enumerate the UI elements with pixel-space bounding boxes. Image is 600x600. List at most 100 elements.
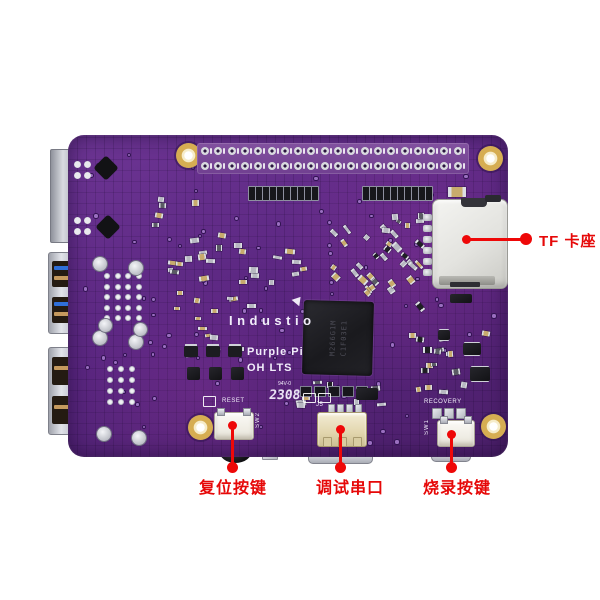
smd-part <box>468 333 471 336</box>
smd-part <box>340 238 349 248</box>
gpio-pad <box>214 146 223 155</box>
smd-part <box>376 402 386 407</box>
smd-pad <box>444 408 454 419</box>
uart-annotation-label: 调试串口 <box>316 480 385 497</box>
reset-annotation-end-dot <box>227 462 238 473</box>
gpio-pad-label <box>422 147 425 154</box>
gpio-pad <box>307 146 316 155</box>
gpio-pad-label <box>210 162 212 169</box>
gpio-pad-label <box>236 162 239 169</box>
smd-part <box>464 174 468 179</box>
smd-part <box>327 243 331 248</box>
smd-part <box>107 377 113 383</box>
smd-part <box>296 390 299 393</box>
gpio-pad-label <box>289 147 292 154</box>
switch-leg <box>217 408 225 416</box>
solder-pad <box>425 186 433 201</box>
gpio-pad-label <box>303 162 306 169</box>
smd-part <box>291 259 302 265</box>
smd-part <box>314 386 326 397</box>
recovery-annotation-end-dot <box>446 462 457 473</box>
smd-part <box>362 233 371 242</box>
model-silkscreen-line1: Purple Pi <box>247 346 304 358</box>
gpio-pad-label <box>210 147 212 154</box>
recovery-annotation-start-dot <box>447 430 456 439</box>
smd-part <box>414 301 425 313</box>
smd-part <box>175 261 184 267</box>
switch-leg <box>464 416 472 424</box>
smd-part <box>125 294 131 300</box>
smd-part <box>118 377 124 383</box>
smd-part <box>280 328 284 333</box>
smd-part <box>125 273 131 279</box>
smd-part <box>194 189 197 192</box>
smd-part <box>259 426 262 429</box>
smd-part <box>134 323 147 336</box>
smd-part <box>314 176 318 181</box>
smd-ic <box>209 367 222 380</box>
gpio-pad <box>240 146 249 155</box>
smd-part <box>391 241 403 253</box>
smd-part <box>329 280 333 285</box>
smd-ic <box>231 367 244 380</box>
smd-part <box>226 296 234 301</box>
smd-part <box>107 366 113 372</box>
reset-annotation-label: 复位按键 <box>199 480 268 497</box>
slot-spring-notch <box>461 198 487 207</box>
smd-part <box>370 214 373 218</box>
gpio-pad-label <box>223 147 226 154</box>
gpio-pad <box>360 146 369 155</box>
gpio-pad <box>267 161 276 170</box>
tf-slot-pin <box>423 214 432 221</box>
smd-part <box>342 224 352 235</box>
recovery-annotation-line <box>450 434 453 466</box>
smd-part <box>406 274 416 285</box>
smd-part <box>125 315 131 321</box>
smd-part <box>250 273 259 279</box>
smd-part <box>129 261 143 275</box>
smd-part <box>74 217 81 224</box>
smd-part <box>178 244 182 248</box>
smd-part <box>443 349 447 352</box>
gpio-header-pads <box>197 143 469 174</box>
smd-ic <box>187 367 200 380</box>
gpio-pad <box>347 146 356 155</box>
smd-part <box>329 228 339 237</box>
gpio-pad <box>240 161 249 170</box>
gpio-pad-label <box>396 147 399 154</box>
smd-part <box>191 167 195 170</box>
smd-part <box>448 350 454 358</box>
smd-part <box>409 332 417 339</box>
smd-part <box>330 264 338 272</box>
smd-part <box>439 303 443 307</box>
smd-part <box>162 344 166 348</box>
slot-latch <box>485 195 501 202</box>
smd-part <box>328 386 340 397</box>
smd-part <box>451 368 461 376</box>
tf-slot-pin <box>423 247 432 254</box>
smd-part <box>84 228 91 235</box>
reset-annotation-line <box>231 425 234 466</box>
solder-pad <box>311 186 319 201</box>
smd-part <box>284 401 289 406</box>
mounting-hole <box>481 414 506 439</box>
gpio-pad <box>347 161 356 170</box>
gpio-pad <box>254 146 263 155</box>
smd-part <box>153 396 157 400</box>
smd-part <box>123 353 127 357</box>
smd-part <box>151 353 155 356</box>
smd-part <box>450 294 472 303</box>
smd-part <box>152 313 155 317</box>
recovery-button <box>437 416 475 447</box>
gpio-pad <box>201 161 209 170</box>
smd-part <box>90 174 94 178</box>
smd-part <box>431 362 438 367</box>
gpio-pad-label <box>343 162 345 169</box>
gpio-pad <box>334 146 342 155</box>
smd-part <box>104 304 110 311</box>
smd-part <box>438 330 450 340</box>
smd-part <box>264 286 268 290</box>
smd-part <box>114 273 121 279</box>
smd-part <box>296 402 306 408</box>
smd-part <box>135 294 142 300</box>
